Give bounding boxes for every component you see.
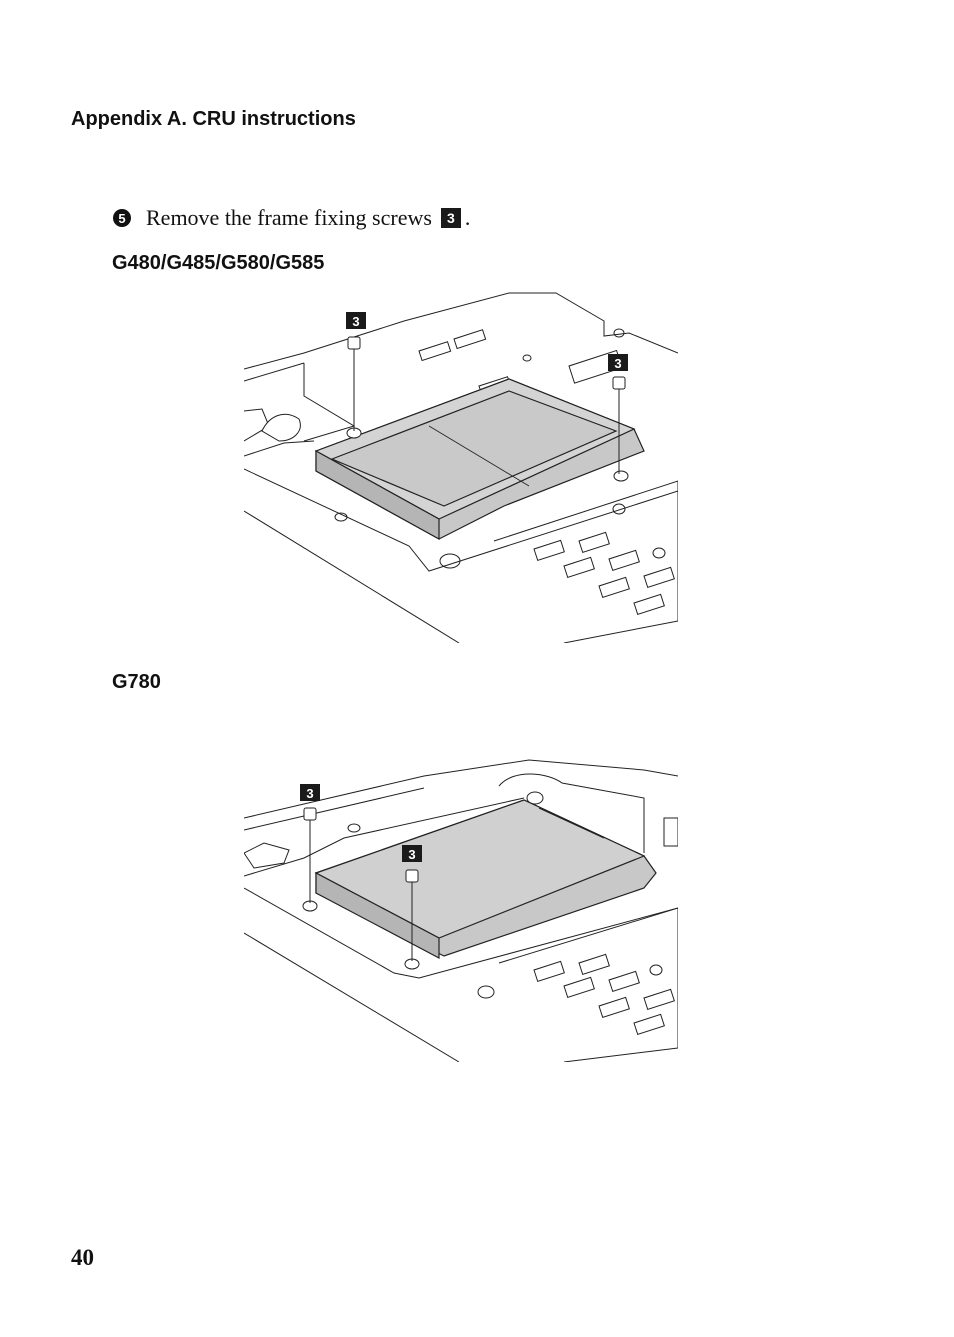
callout-badge-3 xyxy=(300,784,320,801)
callout-label-3: 3 xyxy=(306,786,313,801)
callout-badge-2 xyxy=(608,354,628,371)
step-text: Remove the frame fixing screws xyxy=(146,205,432,230)
section-header: Appendix A. CRU instructions xyxy=(71,108,356,130)
callout-badge-1 xyxy=(346,312,366,329)
chassis-edge xyxy=(244,292,678,370)
callout-label-2: 3 xyxy=(614,356,621,371)
hdd-frame-diagram-g480: 3 3 xyxy=(244,292,678,643)
page-number: 40 xyxy=(71,1245,94,1270)
callout-badge: 3 xyxy=(440,208,461,228)
callout-badge-4 xyxy=(402,845,422,862)
callout-label-1: 3 xyxy=(352,314,359,329)
step-number-badge: 5 xyxy=(113,209,131,227)
model-heading-g480: G480/G485/G580/G585 xyxy=(112,252,325,274)
step-period: . xyxy=(464,205,471,230)
callout-label-4: 3 xyxy=(408,847,415,862)
hdd-frame-diagram-g780: 3 3 xyxy=(244,759,678,1062)
model-heading-g780: G780 xyxy=(112,671,161,693)
step-instruction: 5 Remove the frame fixing screws 3 . xyxy=(113,205,470,231)
